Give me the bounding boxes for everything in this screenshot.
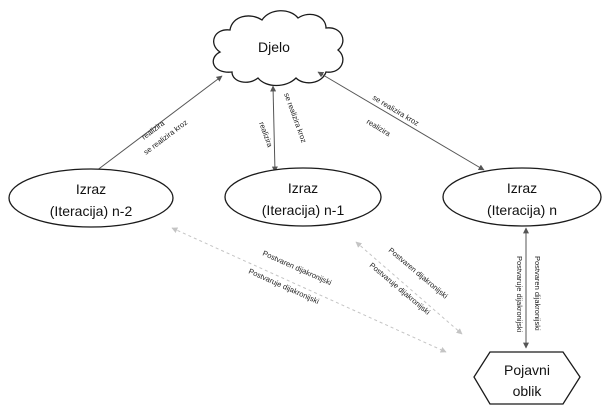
edge-work-expr-n2	[91, 75, 223, 175]
expression-title: Izraz	[76, 181, 106, 197]
manifestation-node: Pojavni oblik	[473, 351, 581, 405]
edge-expr-n2-manifestation	[171, 227, 447, 353]
manifestation-subtitle: oblik	[513, 383, 543, 399]
expression-title: Izraz	[288, 180, 318, 196]
work-label: Djelo	[258, 39, 290, 55]
expression-ellipse	[442, 167, 602, 227]
expression-node-n1: Izraz (Iteracija) n-1	[224, 167, 382, 227]
expression-ellipse	[8, 168, 174, 228]
label-work-n1-forward: se realizira kroz	[282, 92, 309, 145]
edge-expr-n1-manifestation	[355, 241, 463, 335]
label-n-manifest-left: Postvaruje dijakronijski	[515, 256, 524, 333]
label-n-manifest-right: Postvaren dijakronijski	[533, 256, 542, 331]
label-work-n1-back: realizira	[257, 121, 275, 150]
expression-iteration: (Iteracija) n	[487, 202, 557, 218]
expression-title: Izraz	[507, 180, 537, 196]
expression-iteration: (Iteracija) n-2	[50, 203, 133, 219]
edge-work-expr-n	[317, 71, 485, 171]
expression-node-n: Izraz (Iteracija) n	[442, 167, 602, 227]
expression-ellipse	[224, 167, 382, 227]
label-work-n-back: realizira	[365, 117, 393, 139]
manifestation-hexagon	[473, 351, 581, 405]
expression-iteration: (Iteracija) n-1	[262, 202, 345, 218]
label-n1-manifest-upper: Postvaren dijakronijski	[387, 246, 450, 301]
manifestation-title: Pojavni	[504, 362, 550, 378]
cloud-shape	[212, 10, 344, 87]
edge-work-expr-n1	[270, 85, 278, 173]
work-cloud: Djelo	[212, 10, 344, 87]
expression-node-n2: Izraz (Iteracija) n-2	[8, 168, 174, 228]
label-n1-manifest-lower: Postvaruje dijakronijski	[368, 261, 432, 317]
